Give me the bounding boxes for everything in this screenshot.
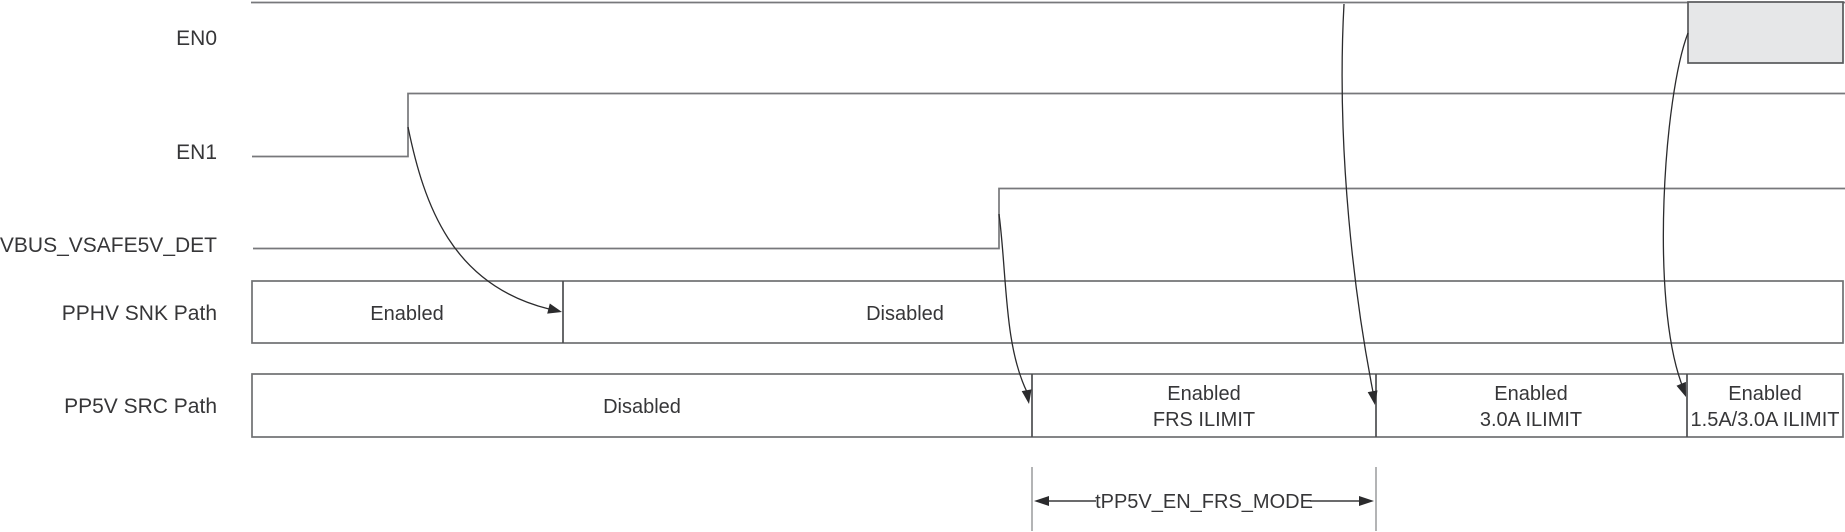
arrow-curve-en0-to-pp5v-15a-3a-ilimit: [1662, 32, 1689, 386]
en0-indeterminate-state-box: [1687, 1, 1844, 64]
timing-parameter-label: tPP5V_EN_FRS_MODE: [1095, 491, 1313, 513]
signal-label-vbus-vsafe5v-det: VBUS_VSAFE5V_DET: [0, 234, 217, 257]
signal-label-pphv-snk-path: PPHV SNK Path: [62, 302, 217, 325]
arrowhead-pp5v-3a: [1367, 390, 1378, 405]
dimension-arrowhead-left: [1034, 496, 1049, 506]
signal-label-column: EN0 EN1 VBUS_VSAFE5V_DET PPHV SNK Path P…: [0, 27, 217, 418]
pp5v-3a-enabled-label-line1: Enabled: [1494, 383, 1567, 405]
event-arrows: [407, 3, 1689, 393]
pp5v-bar-outline: [251, 373, 1844, 438]
arrow-curve-en1-to-pphv-disable: [407, 126, 550, 310]
timing-dimension: tPP5V_EN_FRS_MODE: [1031, 467, 1377, 531]
pphv-snk-path-bar: Enabled Disabled: [251, 280, 1844, 344]
pp5v-src-path-bar: Disabled Enabled FRS ILIMIT Enabled 3.0A…: [251, 373, 1844, 438]
pphv-enabled-label: Enabled: [370, 303, 443, 325]
vbus-waveform-line: [253, 187, 1845, 250]
event-arrowheads: [547, 303, 1686, 405]
signal-label-pp5v-src-path: PP5V SRC Path: [64, 395, 217, 418]
pp5v-15a-3a-enabled-label-line1: Enabled: [1728, 383, 1801, 405]
pp5v-frs-enabled-label-line2: FRS ILIMIT: [1153, 409, 1255, 431]
en1-waveform-line: [252, 92, 1845, 158]
arrowhead-pp5v-frs: [1021, 389, 1032, 404]
arrowhead-pphv-disable: [547, 303, 562, 314]
signal-label-en1: EN1: [176, 141, 217, 164]
arrow-curve-vbus-to-pp5v-frs-enable: [998, 213, 1028, 393]
arrow-curve-to-pp5v-3a-ilimit: [1341, 3, 1374, 393]
pphv-disabled-label: Disabled: [866, 303, 944, 325]
dimension-arrowhead-right: [1359, 496, 1374, 506]
pp5v-15a-3a-enabled-label-line2: 1.5A/3.0A ILIMIT: [1691, 409, 1840, 431]
pp5v-frs-enabled-label-line1: Enabled: [1167, 383, 1240, 405]
signal-label-en0: EN0: [176, 27, 217, 50]
pphv-bar-outline: [251, 280, 1844, 344]
pp5v-disabled-label: Disabled: [603, 396, 681, 418]
pp5v-3a-enabled-label-line2: 3.0A ILIMIT: [1480, 409, 1582, 431]
arrowhead-pp5v-15a-3a: [1676, 381, 1686, 397]
